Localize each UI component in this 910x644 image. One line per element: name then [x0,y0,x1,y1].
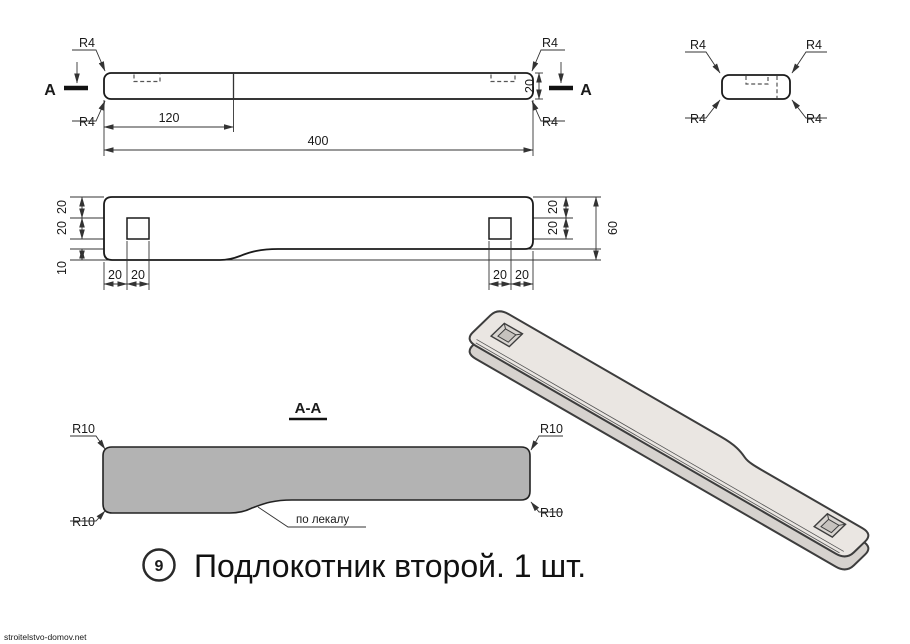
radius-label: R4 [806,112,822,126]
caption-number-circle [142,548,176,582]
caption: 9 Подлокотник второй. 1 шт. [142,548,586,584]
front-view: 20 20 10 20 20 60 20 20 [55,196,620,290]
caption-title: Подлокотник второй. 1 шт. [194,548,586,584]
radius-label: R10 [72,422,95,436]
radius-label: R4 [690,112,706,126]
radius-label: R10 [72,515,95,529]
section-radius-labels: R10 R10 R10 R10 [70,422,563,529]
section-view: A-A R10 R10 R10 R10 по лекалу [70,400,563,529]
front-view-outline [103,196,534,261]
radius-label: R4 [806,38,822,52]
cut-label-right: A [580,82,592,99]
iso-mortise-right [814,514,845,537]
cut-marker-left: A [44,62,88,99]
front-view-left-dims: 20 20 10 [55,196,85,275]
dim-hole-band: 20 [55,221,69,235]
iso-mortise-left [491,323,522,346]
dim-thickness: 20 [523,79,537,93]
radius-label: R10 [540,506,563,520]
dim-edge-to-hole: 20 [108,268,122,282]
section-profile [102,446,531,514]
dim-top-band-right: 20 [546,200,560,214]
top-view: A A R4 R4 R4 R4 20 [44,36,592,156]
top-view-thickness-dim: 20 [523,72,543,100]
end-view-radius-labels: R4 R4 R4 R4 [685,38,827,126]
radius-label: R4 [79,36,95,50]
dim-top-band: 20 [55,200,69,214]
top-view-radius-labels: R4 R4 R4 R4 [72,36,565,129]
mortise-hole-right [488,217,512,240]
iso-hole-bottom [498,329,516,342]
dim-hole-band-right: 20 [546,221,560,235]
dim-overall-height: 60 [606,221,620,235]
radius-label: R4 [542,36,558,50]
cut-marker-right: A [549,62,592,99]
dim-hole-width: 20 [493,268,507,282]
front-view-bottom-dims-right: 20 20 [488,241,534,290]
iso-chamfer-line [477,339,844,551]
iso-body-top [465,308,879,560]
hidden-mortise-end [745,76,769,85]
hidden-mortise-right [490,74,516,83]
top-view-outline [103,72,534,100]
template-note: по лекалу [257,506,366,528]
radius-label: R4 [79,115,95,129]
front-view-bottom-dims-left: 20 20 [103,241,150,290]
end-view-outline [721,74,791,100]
radius-label: R4 [690,38,706,52]
radius-label: R4 [542,115,558,129]
isometric-view [465,308,879,573]
radius-label: R10 [540,422,563,436]
dim-edge-to-hole: 20 [515,268,529,282]
top-view-length-dims: 120 400 [103,99,534,156]
hidden-mortise-left [133,74,161,83]
mortise-hole-left [126,217,150,240]
watermark: stroitelstvo-domov.net [4,632,87,642]
end-view: R4 R4 R4 R4 [685,38,827,126]
front-view-right-dims: 20 20 60 [546,196,620,261]
section-title: A-A [295,400,322,417]
template-note-label: по лекалу [296,514,349,526]
dim-hole-width: 20 [131,268,145,282]
iso-hole-bottom [821,519,839,532]
dim-hole-offset: 120 [159,111,180,125]
dim-bottom-band: 10 [55,261,69,275]
iso-chamfer-line [476,343,840,553]
dim-length: 400 [308,134,329,148]
caption-number: 9 [155,558,164,575]
cut-label-left: A [44,82,56,99]
